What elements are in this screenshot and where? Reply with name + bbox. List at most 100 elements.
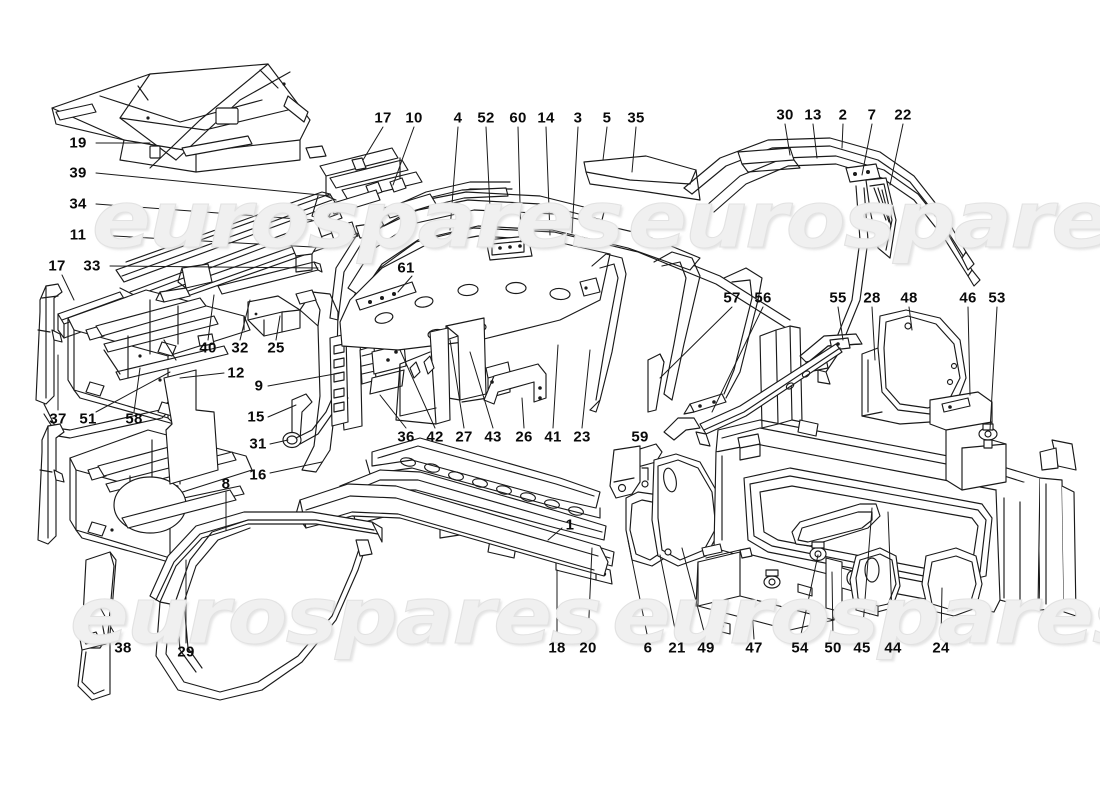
leader-line-13 xyxy=(812,123,818,159)
leader-line-55 xyxy=(837,306,844,341)
callout-number-26: 26 xyxy=(515,428,533,446)
leader-line-60 xyxy=(517,126,522,243)
leader-line-49 xyxy=(681,547,707,640)
part-center-struts xyxy=(579,251,763,413)
leader-line-5 xyxy=(602,126,608,161)
leader-line-15 xyxy=(267,404,297,418)
callout-number-38: 38 xyxy=(114,639,132,657)
callout-number-47: 47 xyxy=(745,639,763,657)
callout-number-18: 18 xyxy=(548,639,566,657)
leader-line-31 xyxy=(269,439,289,445)
callout-number-30: 30 xyxy=(776,106,794,124)
leader-line-46 xyxy=(967,306,971,396)
leader-line-52 xyxy=(485,126,491,209)
leader-line-41 xyxy=(552,344,559,429)
leader-line-24 xyxy=(940,587,943,640)
leader-line-40 xyxy=(207,294,215,341)
leader-line-23 xyxy=(581,349,591,429)
leader-line-35 xyxy=(631,126,637,173)
leader-line-2 xyxy=(841,123,844,149)
callout-number-14: 14 xyxy=(537,109,555,127)
part-25-wedge xyxy=(247,295,301,337)
part-58-8-frame xyxy=(37,423,253,565)
leader-line-56 xyxy=(711,306,764,413)
part-29-door-frame xyxy=(149,511,383,701)
callout-number-56: 56 xyxy=(754,289,772,307)
callout-number-9: 9 xyxy=(254,377,264,395)
callout-number-32: 32 xyxy=(231,339,249,357)
callout-number-16: 16 xyxy=(249,466,267,484)
watermark: eurospares xyxy=(627,176,1100,267)
callout-number-28: 28 xyxy=(863,289,881,307)
callout-number-7: 7 xyxy=(867,106,877,124)
leader-line-16 xyxy=(269,461,323,474)
callout-number-37: 37 xyxy=(49,410,67,428)
callout-number-27: 27 xyxy=(455,428,473,446)
leader-line-42 xyxy=(399,349,436,429)
leader-line-51 xyxy=(95,371,171,413)
callout-number-35: 35 xyxy=(627,109,645,127)
leader-line-32 xyxy=(239,299,251,341)
callout-number-40: 40 xyxy=(199,339,217,357)
leader-line-4 xyxy=(449,126,459,231)
part-6-21-49-panels xyxy=(609,445,721,567)
part-17-10-upper-rails xyxy=(289,145,423,273)
callout-number-6: 6 xyxy=(643,639,653,657)
callout-number-4: 4 xyxy=(453,109,463,127)
callout-number-36: 36 xyxy=(397,428,415,446)
callout-number-17b: 17 xyxy=(374,109,392,127)
leader-line-3 xyxy=(571,126,579,234)
callout-number-57: 57 xyxy=(723,289,741,307)
callout-number-58: 58 xyxy=(125,410,143,428)
callout-number-49: 49 xyxy=(697,639,715,657)
callout-number-2: 2 xyxy=(838,106,848,124)
callout-number-41: 41 xyxy=(544,428,562,446)
callout-number-59: 59 xyxy=(631,428,649,446)
callout-number-19: 19 xyxy=(69,134,87,152)
callout-number-17a: 17 xyxy=(48,257,66,275)
part-12-plate xyxy=(163,369,219,485)
callout-number-42: 42 xyxy=(426,428,444,446)
part-47-tank-box xyxy=(695,543,837,635)
leader-line-44 xyxy=(887,511,894,640)
leader-line-33 xyxy=(109,265,319,269)
part-46-53-mount xyxy=(929,391,1007,491)
callout-number-24: 24 xyxy=(932,639,950,657)
callout-number-15: 15 xyxy=(247,408,265,426)
watermark: eurospares xyxy=(69,572,602,663)
roof-and-header-assembly xyxy=(295,155,791,351)
callout-number-50: 50 xyxy=(824,639,842,657)
callout-number-39: 39 xyxy=(69,164,87,182)
callout-number-54: 54 xyxy=(791,639,809,657)
leader-line-6 xyxy=(627,539,649,640)
part-37-51-frame xyxy=(35,283,251,439)
part-roof-rails-right xyxy=(683,137,981,385)
callout-number-31: 31 xyxy=(249,435,267,453)
leader-line-12 xyxy=(179,372,225,379)
callout-number-13: 13 xyxy=(804,106,822,124)
watermark: eurospares xyxy=(611,572,1100,663)
leader-line-17a xyxy=(61,274,75,301)
leader-line-58 xyxy=(133,367,141,413)
watermark: eurospares xyxy=(91,176,624,267)
leader-line-25 xyxy=(275,315,281,341)
leader-line-17b xyxy=(362,126,384,161)
part-28-long-panel xyxy=(759,325,803,429)
leader-line-1 xyxy=(547,527,563,541)
callout-number-53: 53 xyxy=(988,289,1006,307)
part-56-57-rails xyxy=(647,343,843,447)
callout-number-60: 60 xyxy=(509,109,527,127)
leader-line-36 xyxy=(379,394,407,429)
callout-number-43: 43 xyxy=(484,428,502,446)
callout-number-48: 48 xyxy=(900,289,918,307)
callout-number-33: 33 xyxy=(83,257,101,275)
leader-line-30 xyxy=(784,123,791,156)
leader-line-9 xyxy=(267,372,341,387)
part-a-pillar-slotted-strip xyxy=(329,333,349,427)
part-42-panel xyxy=(369,343,407,395)
leader-line-45 xyxy=(861,507,873,640)
callout-number-44: 44 xyxy=(884,639,902,657)
callout-number-10: 10 xyxy=(405,109,423,127)
callout-number-20: 20 xyxy=(579,639,597,657)
